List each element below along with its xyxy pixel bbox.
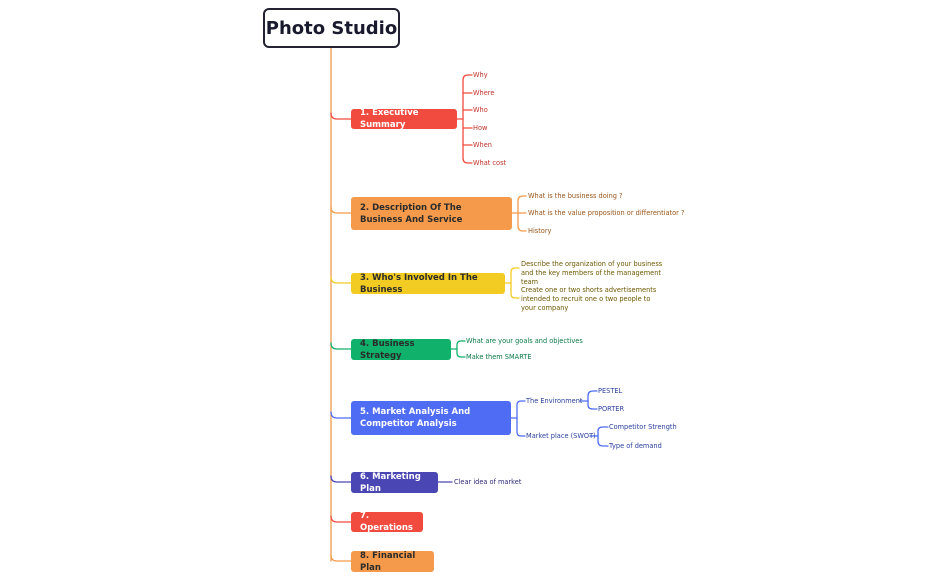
- leaf-when[interactable]: When: [473, 141, 492, 149]
- connector-branch-3: [330, 276, 352, 284]
- leaf-why[interactable]: Why: [473, 71, 488, 79]
- leaf-where[interactable]: Where: [473, 89, 495, 97]
- leaf-goals-objectives[interactable]: What are your goals and objectives: [466, 337, 583, 345]
- connector-branch-6: [330, 475, 352, 483]
- branch-3-leaf-lines: [504, 267, 520, 299]
- connector-branch-5: [330, 411, 352, 419]
- branch-node-whos-involved[interactable]: 3. Who's Involved In The Business: [351, 273, 505, 295]
- branch-node-business-strategy[interactable]: 4. Business Strategy: [351, 339, 451, 361]
- group-the-environment[interactable]: The Environment: [526, 397, 583, 405]
- leaf-porter[interactable]: PORTER: [598, 405, 625, 413]
- leaf-history[interactable]: History: [528, 227, 552, 235]
- branch-4-leaf-lines: [450, 340, 466, 358]
- connector-branch-7: [330, 515, 352, 523]
- leaf-describe-organization[interactable]: Describe the organization of your busine…: [521, 260, 663, 286]
- leaf-make-smarte[interactable]: Make them SMARTE: [466, 353, 532, 361]
- branch-node-market-analysis[interactable]: 5. Market Analysis And Competitor Analys…: [351, 401, 511, 435]
- branch-1-leaf-lines: [456, 74, 473, 164]
- group-market-place-swot[interactable]: Market place (SWOT): [526, 432, 596, 440]
- leaf-pestel[interactable]: PESTEL: [598, 387, 623, 395]
- branch-node-financial-plan[interactable]: 8. Financial Plan: [351, 551, 434, 573]
- connector-branch-4: [330, 342, 352, 350]
- branch-5-leaf-lines: [510, 390, 609, 447]
- root-node-title[interactable]: Photo Studio: [263, 8, 400, 48]
- branch-node-executive-summary[interactable]: 1. Executive Summary: [351, 108, 457, 130]
- leaf-who[interactable]: Who: [473, 106, 488, 114]
- branch-node-marketing-plan[interactable]: 6. Marketing Plan: [351, 472, 438, 494]
- branch-node-operations[interactable]: 7. Operations: [351, 511, 423, 533]
- leaf-value-proposition[interactable]: What is the value proposition or differe…: [528, 209, 685, 217]
- branch-2-leaf-lines: [511, 195, 527, 232]
- leaf-how[interactable]: How: [473, 124, 488, 132]
- leaf-create-advertisements[interactable]: Create one or two shorts advertisements …: [521, 286, 657, 312]
- branch-node-description-of-business[interactable]: 2. Description Of The Business And Servi…: [351, 197, 512, 230]
- leaf-competitor-strength[interactable]: Competitor Strength: [609, 423, 677, 431]
- leaf-clear-idea-of-market[interactable]: Clear idea of market: [454, 478, 522, 486]
- leaf-what-cost[interactable]: What cost: [473, 159, 507, 167]
- leaf-business-doing[interactable]: What is the business doing ?: [528, 192, 623, 200]
- connector-branch-2: [330, 206, 352, 214]
- connector-branch-1: [330, 112, 352, 120]
- connector-branch-8: [330, 554, 352, 562]
- leaf-type-of-demand[interactable]: Type of demand: [609, 442, 662, 450]
